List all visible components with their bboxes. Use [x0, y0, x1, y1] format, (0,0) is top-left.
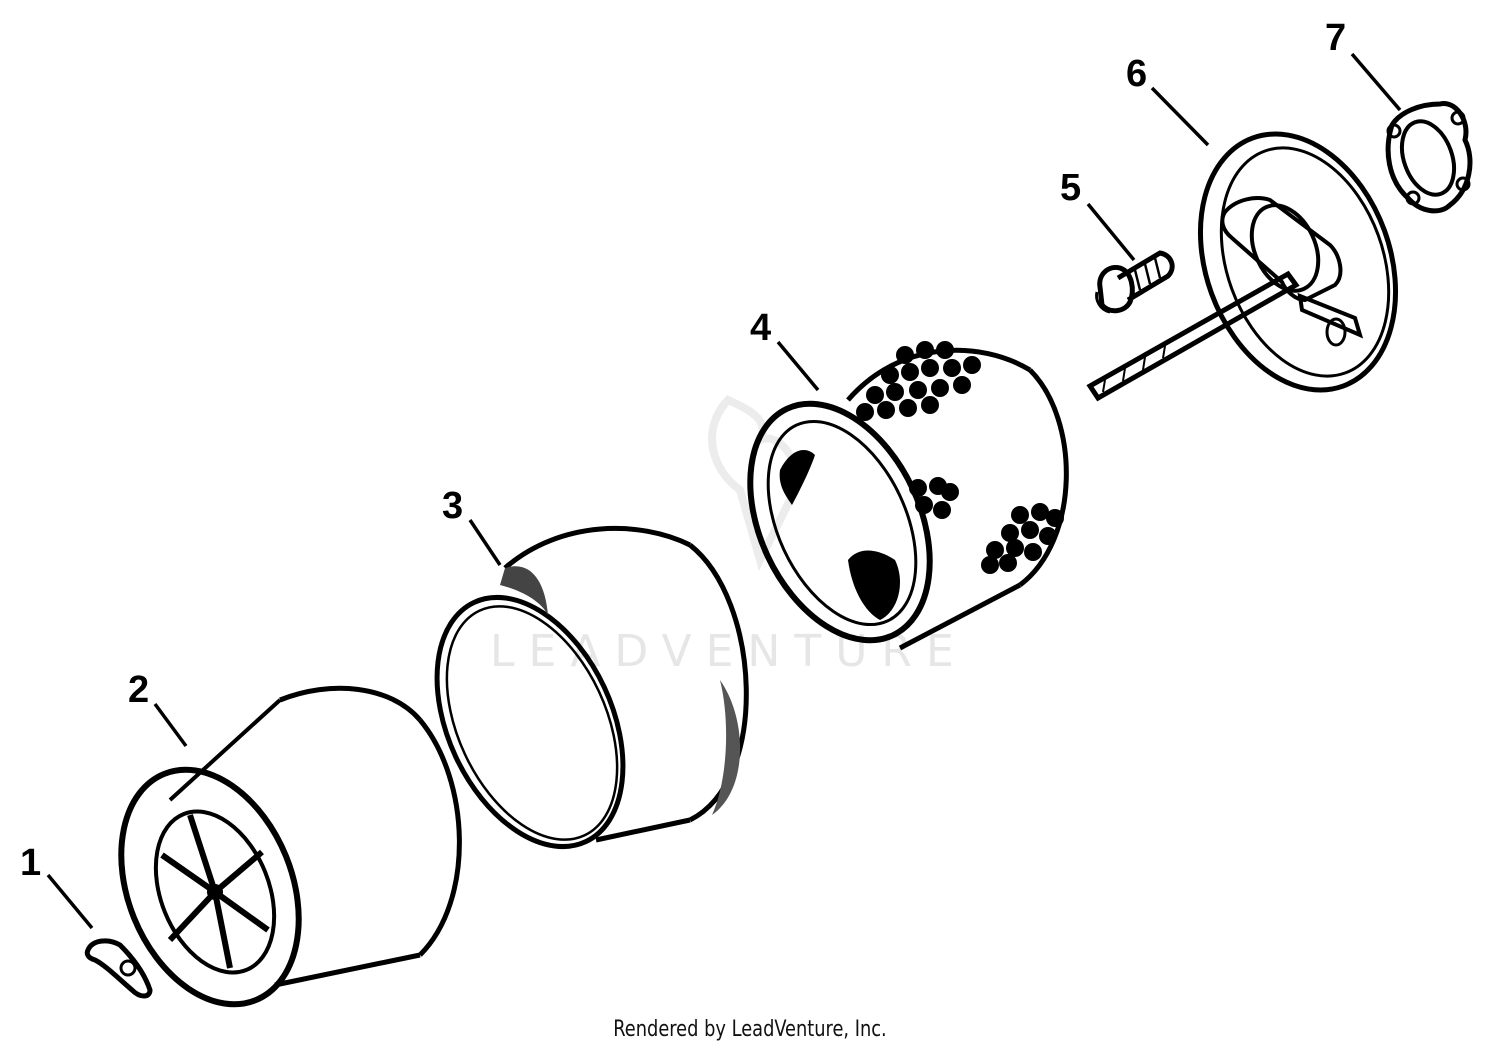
callout-number-6: 6 — [1126, 53, 1147, 95]
part-6-base-plate — [1086, 131, 1399, 402]
part-7-gasket — [1385, 101, 1473, 214]
footer-credit: Rendered by LeadVenture, Inc. — [613, 1017, 887, 1042]
leader-line-1 — [46, 873, 94, 930]
callout-number-1: 1 — [20, 842, 41, 884]
part-5-bolt — [1095, 250, 1175, 314]
leader-line-2 — [153, 702, 188, 748]
filter-shading — [500, 566, 548, 615]
callout-number-5: 5 — [1060, 167, 1081, 209]
filter-shading-side — [712, 680, 741, 815]
part-2-filter-cover — [118, 685, 462, 1008]
inner-screen-mesh-lower — [848, 550, 900, 620]
callout-number-7: 7 — [1325, 17, 1346, 59]
callout-number-3: 3 — [442, 485, 463, 527]
cover-vanes — [160, 814, 270, 969]
callout-number-2: 2 — [128, 669, 149, 711]
part-4-perforated-housing — [747, 341, 1069, 651]
callouts: 1 2 3 4 5 6 7 — [20, 17, 1402, 930]
housing-perforations — [856, 341, 1064, 574]
part-3-filter-element — [434, 525, 749, 850]
part-1-wing-nut — [84, 938, 153, 999]
leader-line-3 — [468, 519, 502, 566]
leader-line-6 — [1150, 86, 1210, 147]
leader-line-4 — [776, 340, 820, 392]
inner-screen-mesh-upper — [779, 450, 815, 505]
cover-center-hub — [207, 884, 223, 900]
leader-line-5 — [1086, 202, 1136, 262]
callout-number-4: 4 — [750, 307, 771, 349]
leader-line-7 — [1350, 52, 1402, 112]
